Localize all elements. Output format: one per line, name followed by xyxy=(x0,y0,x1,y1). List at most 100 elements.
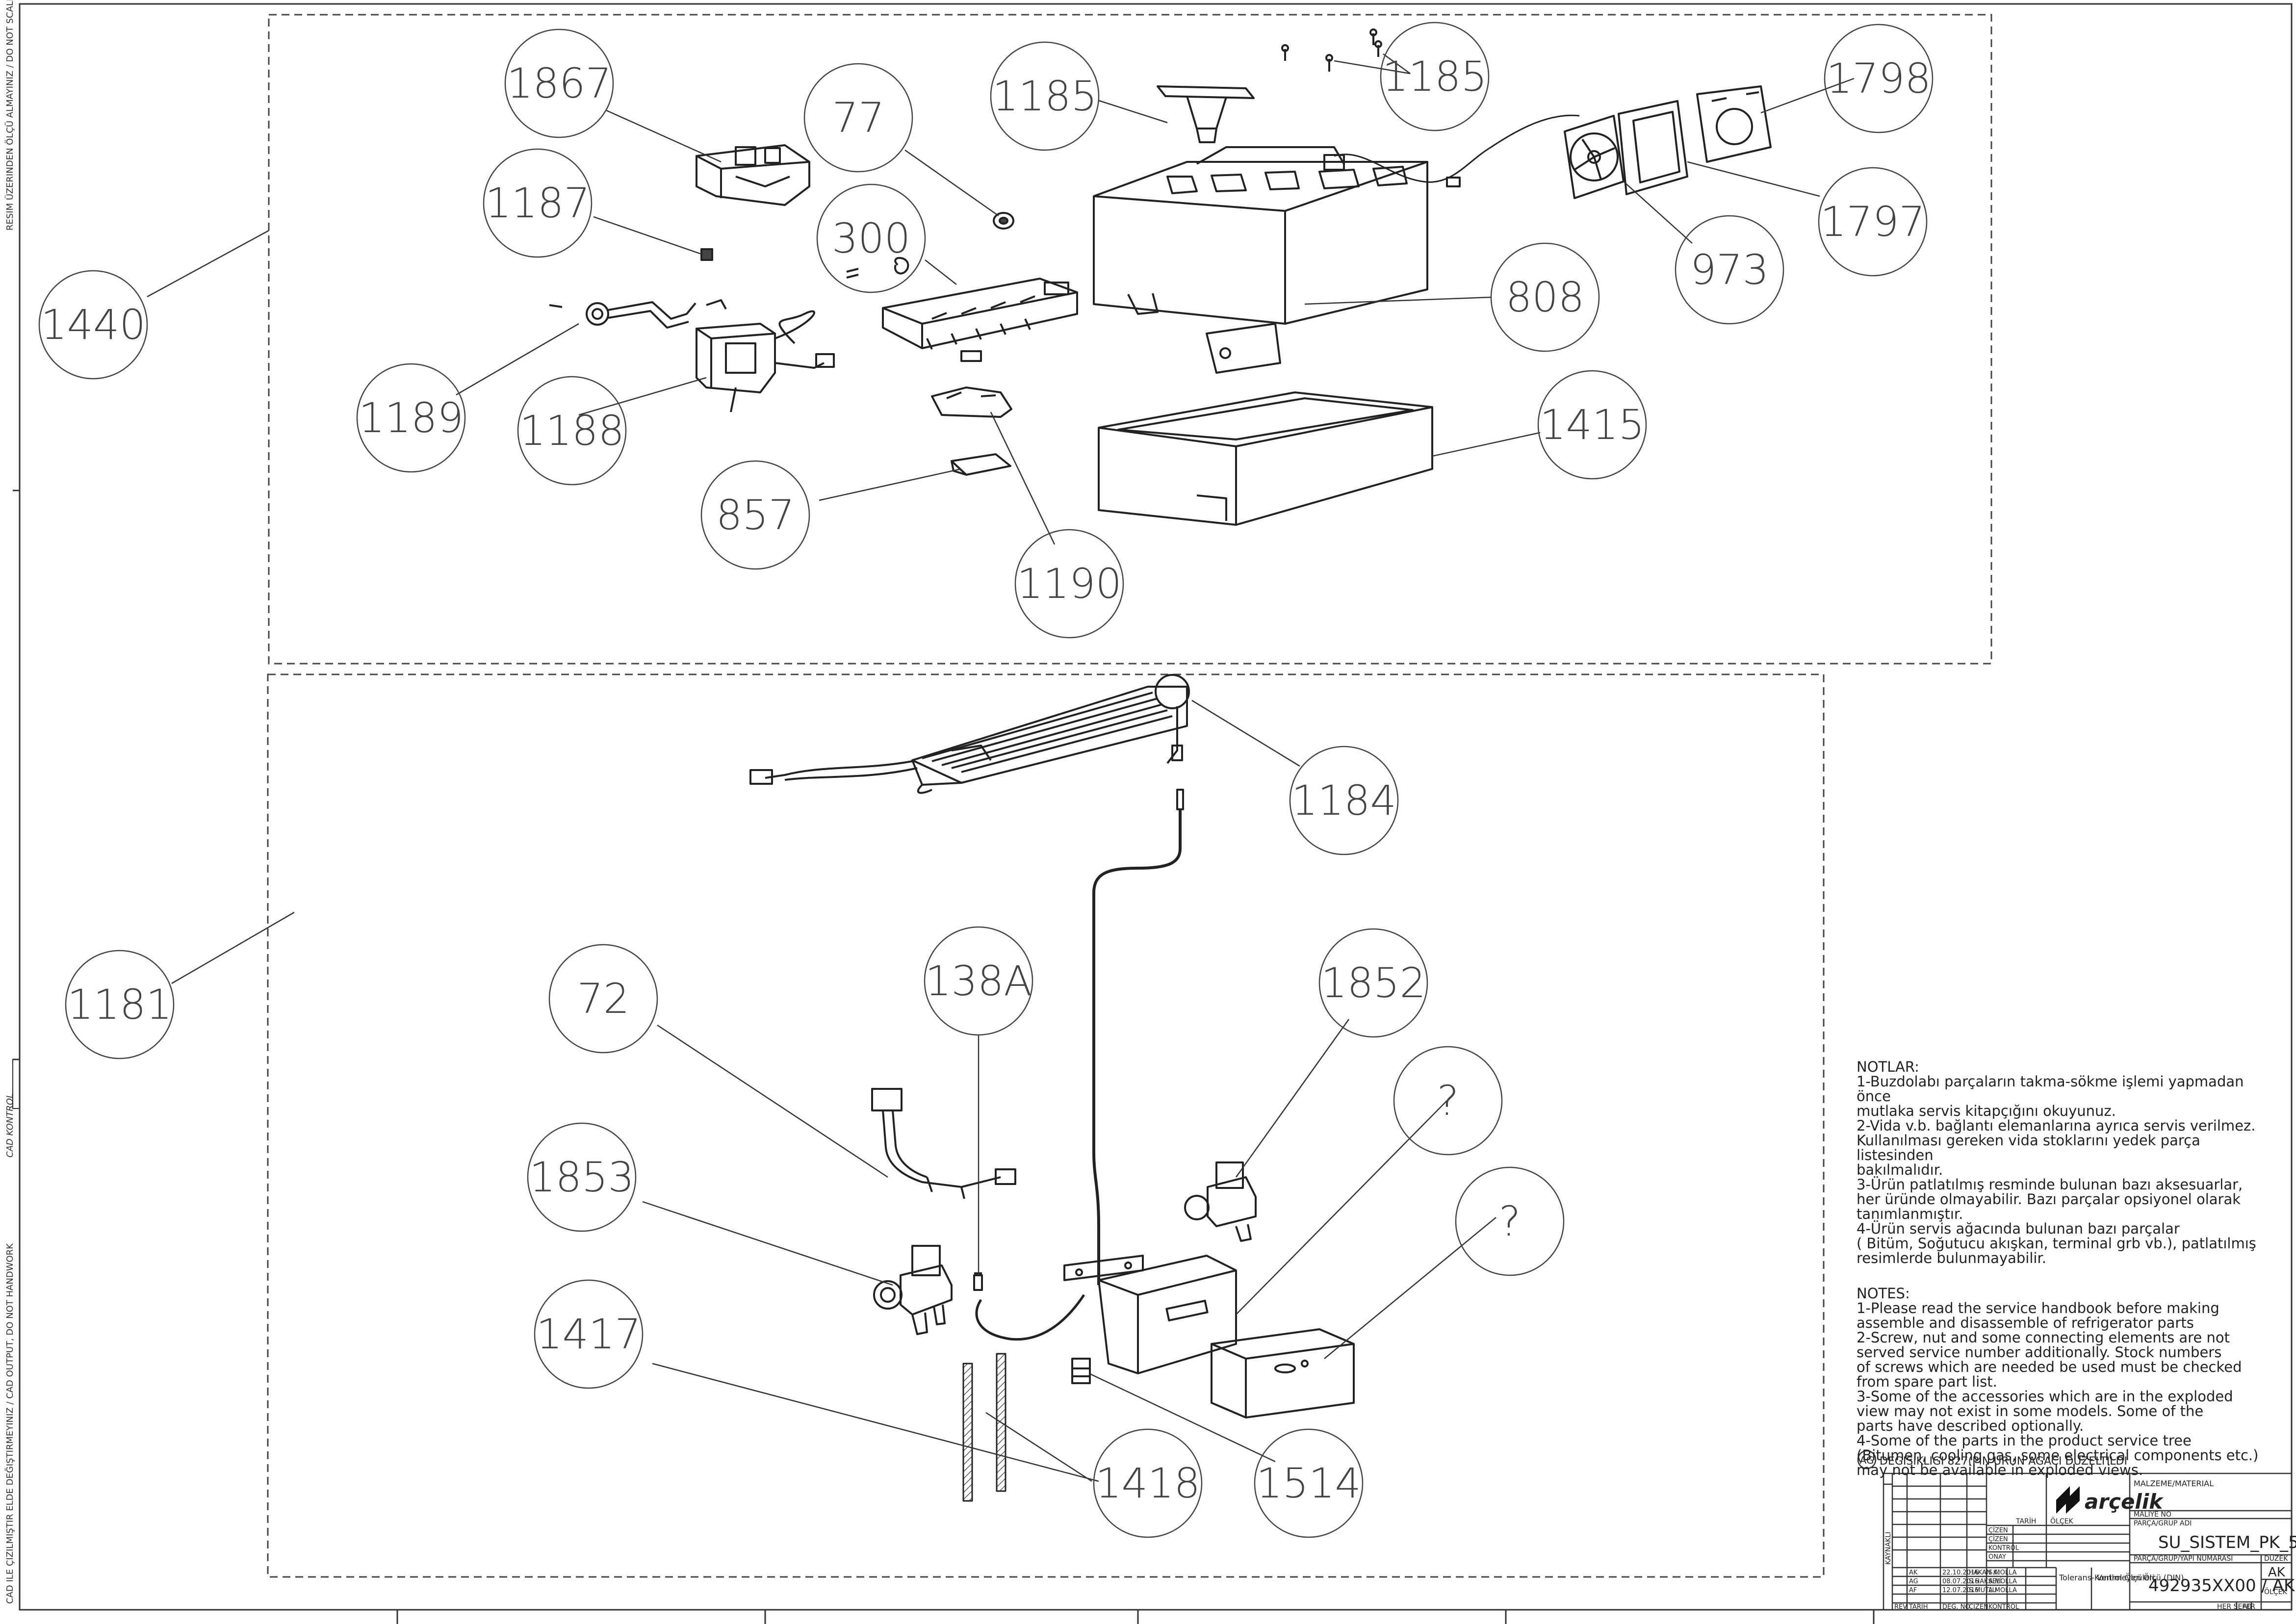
notes-panel: NOTLAR: 1-Buzdolabı parçaların takma-sök… xyxy=(1857,1059,2278,1477)
balloon-1514: 1514 xyxy=(1254,1428,1364,1538)
part-mount-bracket xyxy=(1063,1255,1144,1281)
svg-text:KAYNAKLI: KAYNAKLI xyxy=(1884,1532,1892,1565)
notes-en-item: 4-Some of the parts in the product servi… xyxy=(1857,1432,2259,1478)
svg-text:22.10.2016: 22.10.2016 xyxy=(1942,1569,1979,1576)
part-shaft-1189 xyxy=(549,301,697,329)
margin-note-top: RESIM ÜZERINDEN ÖLÇÜ ALMAYINIZ / DO NOT … xyxy=(5,0,15,231)
svg-text:AK: AK xyxy=(2268,1565,2286,1580)
balloon-1852: 1852 xyxy=(1318,928,1428,1038)
svg-text:AG: AG xyxy=(1860,1454,1874,1466)
sheet-border xyxy=(12,3,2293,1624)
svg-text:ÇİZEN: ÇİZEN xyxy=(1969,1603,1988,1611)
svg-text:ÖLÇEK: ÖLÇEK xyxy=(2050,1517,2073,1525)
lower-assembly-frame xyxy=(267,673,1825,1578)
balloon-1418: 1418 xyxy=(1093,1428,1203,1538)
margin-note-bottom: CAD ILE ÇIZILMIŞTIR ELDE DEĞIŞTIRMEYINIZ… xyxy=(5,1243,15,1604)
balloon-1440: 1440 xyxy=(38,270,148,380)
part-valve-cover xyxy=(1211,1328,1355,1418)
part-fan-973 xyxy=(1564,115,1625,199)
svg-text:1187: 1187 xyxy=(485,179,590,227)
svg-text:A.MOLLA: A.MOLLA xyxy=(1988,1578,2017,1585)
margin-note-middle: CAD KONTROL xyxy=(5,1093,15,1158)
title-block xyxy=(1883,1472,2293,1611)
svg-text:72: 72 xyxy=(577,975,630,1023)
part-cover-1798 xyxy=(1696,85,1772,163)
balloon-1184: 1184 xyxy=(1289,746,1399,855)
part-water-tube xyxy=(1092,809,1182,1285)
svg-text:HER SEFER: HER SEFER xyxy=(2217,1603,2255,1611)
svg-text:1415: 1415 xyxy=(1540,401,1645,449)
balloon-1185-right: 1185 xyxy=(1380,22,1490,131)
svg-text:AK: AK xyxy=(1909,1569,1918,1576)
part-bracket-1190 xyxy=(931,387,1012,418)
svg-text:1440: 1440 xyxy=(41,301,146,349)
svg-text:TARİH: TARİH xyxy=(2015,1517,2036,1525)
notes-tr-heading: NOTLAR: xyxy=(1857,1058,1919,1075)
balloon-1190: 1190 xyxy=(1014,529,1124,639)
part-valve-1852 xyxy=(1184,1161,1257,1242)
part-housing-808 xyxy=(1093,146,1428,374)
notes-tr-item: 1-Buzdolabı parçaların takma-sökme işlem… xyxy=(1857,1073,2244,1119)
part-valve-1853 xyxy=(873,1245,953,1335)
part-motor-unit-1188 xyxy=(696,299,835,412)
notes-tr-item: 4-Ürün servis ağacında bulunan bazı parç… xyxy=(1857,1220,2256,1266)
part-funnel-1185 xyxy=(1157,85,1255,143)
notes-tr-item: 2-Vida v.b. bağlantı elemanlarına ayrıca… xyxy=(1857,1117,2256,1178)
svg-text:1797: 1797 xyxy=(1820,198,1925,246)
svg-text:08.07.2016: 08.07.2016 xyxy=(1942,1578,1979,1585)
svg-text:1189: 1189 xyxy=(359,394,464,442)
part-duct-1797 xyxy=(1618,100,1688,195)
svg-text:1867: 1867 xyxy=(507,59,612,107)
svg-text:1184: 1184 xyxy=(1291,776,1396,825)
svg-text:MALZEME/MATERIAL: MALZEME/MATERIAL xyxy=(2134,1479,2214,1488)
brand-logo-icon xyxy=(2056,1486,2080,1514)
part-name: SU_SISTEM_PK_56CM xyxy=(2158,1533,2296,1552)
svg-text:1418: 1418 xyxy=(1095,1459,1200,1507)
svg-text:?: ? xyxy=(1499,1197,1521,1245)
balloon-1189: 1189 xyxy=(356,363,466,473)
part-ice-mould xyxy=(882,278,1078,362)
svg-text:Kontrol Ölçüleri: Kontrol Ölçüleri xyxy=(2094,1573,2155,1582)
balloon-question-1: ? xyxy=(1393,1046,1503,1156)
notes-en-item: 1-Please read the service handbook befor… xyxy=(1857,1300,2219,1331)
part-number: 492935XX00 / AK xyxy=(2148,1576,2296,1596)
svg-text:DEGISIKLIGI 827(PIN URUN AGACI: DEGISIKLIGI 827(PIN URUN AGACI DUZELTILD… xyxy=(1880,1455,2127,1468)
balloon-808: 808 xyxy=(1490,242,1600,352)
balloon-1188: 1188 xyxy=(517,376,627,486)
brand-name: arçelik xyxy=(2085,1490,2164,1514)
part-valve-box xyxy=(1098,1255,1237,1374)
svg-text:12.07.2016: 12.07.2016 xyxy=(1942,1587,1979,1594)
part-tube-segment xyxy=(975,1294,1085,1341)
svg-text:KONTROL: KONTROL xyxy=(1988,1545,2019,1552)
balloon-question-2: ? xyxy=(1455,1166,1565,1276)
svg-text:808: 808 xyxy=(1506,273,1584,321)
part-nut-77 xyxy=(993,212,1014,230)
title-block-text: arçelik MALZEME/MATERIAL MALİYE NO PARÇA… xyxy=(1884,1479,2296,1611)
svg-text:1190: 1190 xyxy=(1017,560,1122,608)
part-fitting-1514 xyxy=(1071,1358,1091,1384)
svg-text:S.MOLLA: S.MOLLA xyxy=(1988,1569,2017,1576)
svg-text:DÜZEK: DÜZEK xyxy=(2264,1554,2288,1563)
svg-text:1853: 1853 xyxy=(529,1153,634,1201)
balloon-300: 300 xyxy=(816,183,926,293)
svg-text:ÇİZEN: ÇİZEN xyxy=(1988,1535,2008,1543)
svg-text:857: 857 xyxy=(716,491,795,539)
balloon-1853: 1853 xyxy=(527,1122,637,1232)
balloon-72: 72 xyxy=(548,944,658,1054)
svg-text:1852: 1852 xyxy=(1321,959,1426,1007)
svg-text:Tolerans- Verilmeyen Ölçü (DIN: Tolerans- Verilmeyen Ölçü (DIN) xyxy=(2059,1573,2184,1582)
balloon-1797: 1797 xyxy=(1818,167,1928,277)
svg-text:1798: 1798 xyxy=(1826,54,1931,103)
svg-text:1185: 1185 xyxy=(1382,52,1487,101)
svg-text:MALİYE NO: MALİYE NO xyxy=(2134,1510,2171,1519)
svg-text:138A: 138A xyxy=(925,957,1032,1005)
balloon-857: 857 xyxy=(700,460,810,570)
part-clip-1187 xyxy=(700,248,713,261)
svg-text:AG: AG xyxy=(1909,1578,1918,1585)
svg-text:PARÇA/GRUP/YAPI NUMARASI: PARÇA/GRUP/YAPI NUMARASI xyxy=(2134,1555,2233,1563)
svg-text:TARİH: TARİH xyxy=(1909,1603,1928,1611)
part-lever-857 xyxy=(951,453,1011,476)
svg-text:A0: A0 xyxy=(2243,1603,2251,1611)
balloon-1187: 1187 xyxy=(483,148,593,258)
part-screws-1185 xyxy=(1281,28,1382,72)
